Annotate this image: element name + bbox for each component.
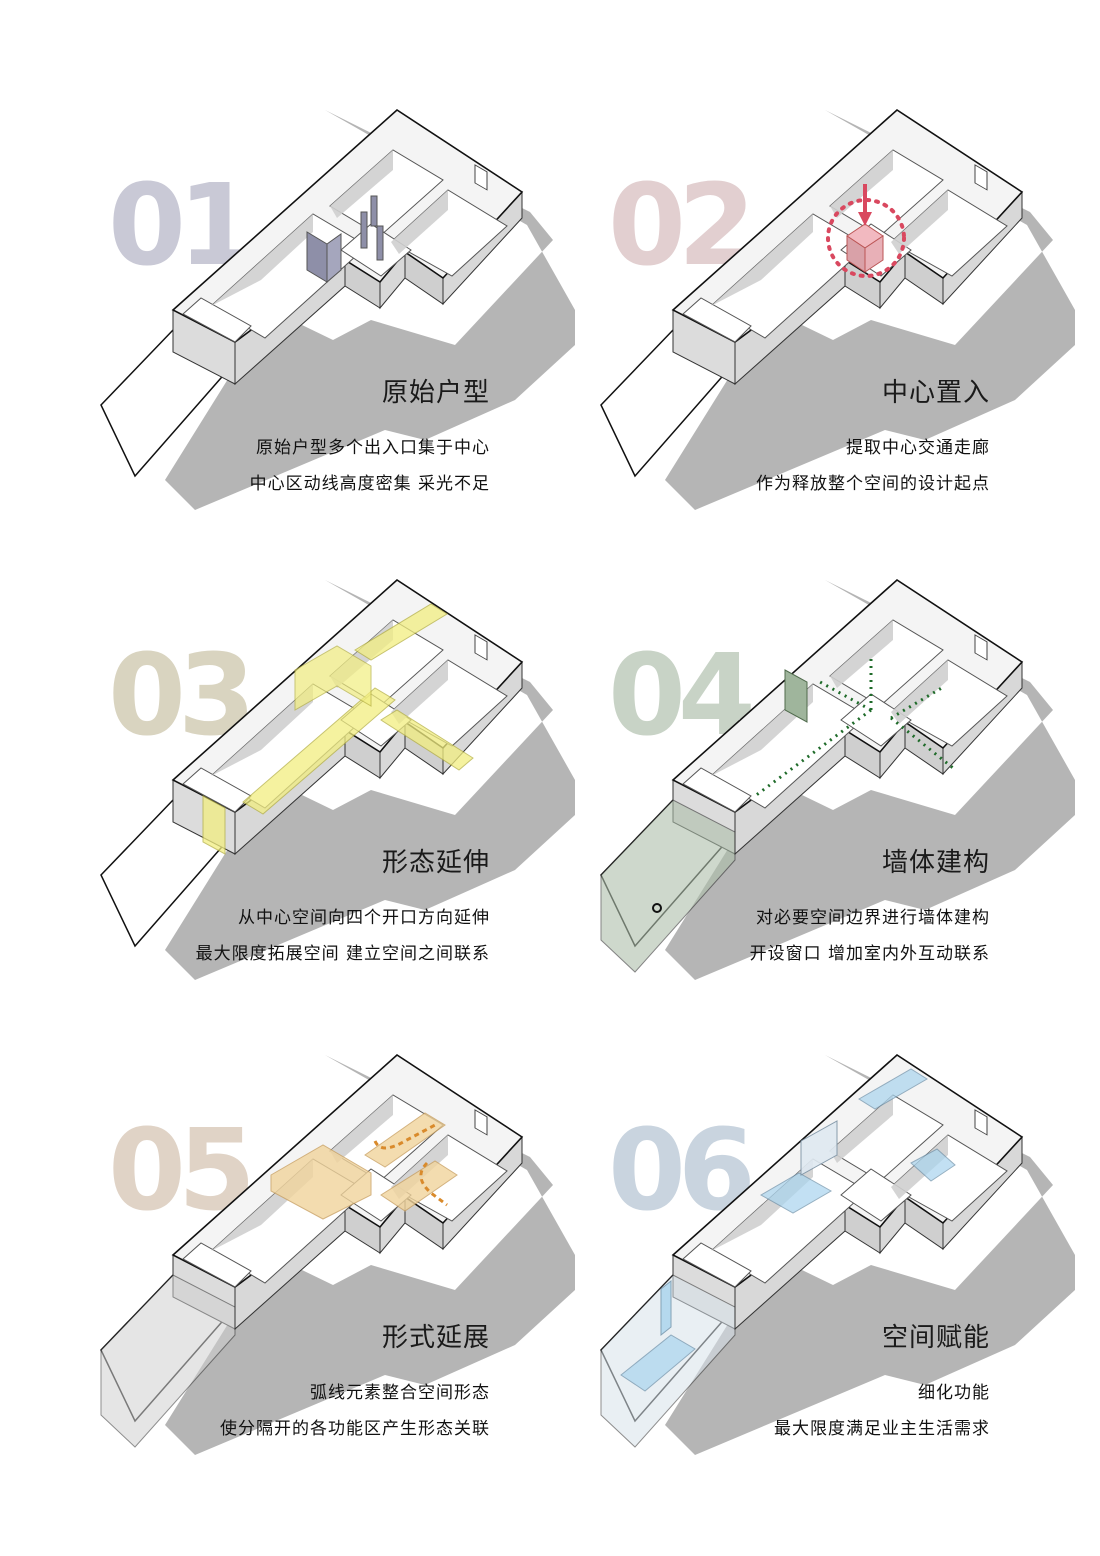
description-line-2: 最大限度满足业主生活需求 bbox=[774, 1419, 990, 1439]
description-line-2: 使分隔开的各功能区产生形态关联 bbox=[220, 1419, 490, 1439]
room-corridor bbox=[840, 1168, 912, 1222]
enclosed-balcony bbox=[600, 799, 736, 973]
plan-shadow bbox=[665, 1055, 1075, 1455]
room-entry bbox=[682, 767, 752, 813]
overlay-layer bbox=[100, 1112, 458, 1448]
description-line-1: 细化功能 bbox=[918, 1383, 990, 1403]
inner-wall-shade-a bbox=[211, 214, 313, 306]
curve-arrow bbox=[373, 1123, 436, 1150]
diagram-panel-04: 04 墙 bbox=[550, 570, 1075, 990]
inner-wall-shade-b bbox=[830, 620, 893, 688]
sightline-arrow bbox=[819, 680, 872, 712]
plan-shadow bbox=[165, 580, 575, 980]
center-volume bbox=[294, 645, 372, 711]
inner-wall-shade-c bbox=[891, 660, 948, 724]
overlay-layer bbox=[600, 654, 954, 973]
step-title: 形式延展 bbox=[381, 1323, 490, 1353]
step-description: 弧线元素整合空间形态 使分隔开的各功能区产生形态关联 bbox=[220, 1375, 490, 1447]
window-icon bbox=[974, 1109, 988, 1136]
description-line-2: 开设窗口 增加室内外互动联系 bbox=[749, 944, 990, 964]
step-description: 对必要空间边界进行墙体建构 开设窗口 增加室内外互动联系 bbox=[750, 900, 990, 972]
inner-wall-shade-a bbox=[711, 214, 813, 306]
step-description: 原始户型多个出入口集于中心 中心区动线高度密集 采光不足 bbox=[250, 430, 490, 502]
isometric-floor-plan bbox=[600, 578, 1075, 980]
step-title: 空间赋能 bbox=[881, 1323, 990, 1353]
desk-furniture bbox=[910, 1148, 956, 1182]
partition-wall bbox=[360, 211, 368, 249]
description-line-2: 最大限度拓展空间 建立空间之间联系 bbox=[195, 944, 490, 964]
bed-furniture bbox=[620, 1334, 696, 1392]
room-bed-top bbox=[829, 1094, 944, 1182]
room-bed-top bbox=[829, 619, 944, 707]
partition-wall bbox=[376, 225, 384, 261]
description-line-2: 作为释放整个空间的设计起点 bbox=[756, 474, 990, 494]
window-icon bbox=[974, 164, 988, 191]
diagram-panel-06: 06 空 bbox=[550, 1045, 1075, 1465]
room-entry bbox=[682, 297, 752, 343]
diagram-panel-03: 03 形 bbox=[50, 570, 575, 990]
inner-wall-shade-b bbox=[330, 150, 393, 218]
step-description: 从中心空间向四个开口方向延伸 最大限度拓展空间 建立空间之间联系 bbox=[196, 900, 490, 972]
inner-wall-shade-c bbox=[391, 190, 448, 254]
description-line-2: 中心区动线高度密集 采光不足 bbox=[249, 474, 490, 494]
extension-band bbox=[354, 603, 448, 661]
description-line-1: 提取中心交通走廊 bbox=[846, 438, 990, 458]
partition-wall bbox=[326, 233, 342, 284]
step-title: 墙体建构 bbox=[881, 848, 990, 878]
step-title: 形态延伸 bbox=[381, 848, 490, 878]
inner-wall-shade-c bbox=[391, 660, 448, 724]
room-bed-right bbox=[890, 189, 1008, 277]
plan-shadow bbox=[165, 1055, 575, 1455]
isometric-floor-plan bbox=[100, 578, 575, 980]
extension-band bbox=[242, 687, 396, 815]
window-icon bbox=[474, 634, 488, 661]
description-line-1: 原始户型多个出入口集于中心 bbox=[256, 438, 490, 458]
cabinet-furniture bbox=[800, 1120, 838, 1176]
room-corridor bbox=[840, 693, 912, 747]
overlay-layer bbox=[826, 184, 906, 278]
new-wall bbox=[784, 669, 808, 723]
window-icon bbox=[474, 164, 488, 191]
description-line-1: 从中心空间向四个开口方向延伸 bbox=[238, 908, 490, 928]
isometric-floor-plan bbox=[600, 108, 1075, 510]
step-title: 中心置入 bbox=[881, 378, 990, 408]
overlay-layer bbox=[600, 1068, 956, 1448]
bed-furniture bbox=[759, 1172, 833, 1214]
diagram-panel-05: 05 形 bbox=[50, 1045, 575, 1465]
room-bed-right bbox=[390, 189, 508, 277]
enclosed-balcony bbox=[100, 1274, 236, 1448]
step-description: 提取中心交通走廊 作为释放整个空间的设计起点 bbox=[756, 430, 990, 502]
sightline-arrow bbox=[754, 708, 872, 798]
description-line-1: 弧线元素整合空间形态 bbox=[310, 1383, 490, 1403]
extension-band bbox=[380, 709, 474, 771]
isometric-floor-plan bbox=[100, 108, 575, 510]
step-description: 细化功能 最大限度满足业主生活需求 bbox=[774, 1375, 990, 1447]
description-line-1: 对必要空间边界进行墙体建构 bbox=[756, 908, 990, 928]
window-icon bbox=[474, 1109, 488, 1136]
diagram-panel-01: 01 原 bbox=[50, 100, 575, 520]
plan-shadow bbox=[665, 580, 1075, 980]
isometric-floor-plan bbox=[600, 1053, 1075, 1455]
plan-shadow bbox=[665, 110, 1075, 510]
partition-wall bbox=[370, 195, 378, 227]
arc-volume bbox=[270, 1144, 372, 1220]
inner-wall-shade-b bbox=[330, 1095, 393, 1163]
room-bed-right bbox=[890, 659, 1008, 747]
eye-icon bbox=[652, 903, 662, 913]
step-title: 原始户型 bbox=[381, 378, 490, 408]
plan-shadow bbox=[165, 110, 575, 510]
inner-wall-shade-b bbox=[830, 150, 893, 218]
inner-wall-shade-b bbox=[830, 1095, 893, 1163]
isometric-floor-plan bbox=[100, 1053, 575, 1455]
overlay-layer bbox=[202, 603, 474, 855]
room-entry bbox=[182, 297, 252, 343]
curve-arrow bbox=[419, 1161, 448, 1207]
room-entry bbox=[682, 1242, 752, 1288]
room-entry bbox=[182, 1242, 252, 1288]
window-icon bbox=[974, 634, 988, 661]
inner-wall-shade-a bbox=[211, 684, 313, 776]
overlay-layer bbox=[306, 195, 384, 284]
wardrobe-furniture bbox=[858, 1068, 928, 1110]
diagram-panel-02: 02 中 bbox=[550, 100, 1075, 520]
